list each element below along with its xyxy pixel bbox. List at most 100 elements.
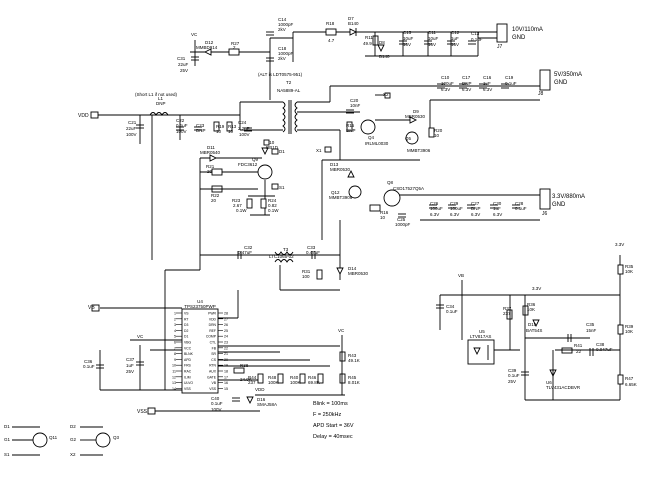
d10-value: RB1D	[266, 145, 279, 150]
x1-label: X1	[316, 148, 322, 153]
c35-ref: C35	[586, 322, 595, 327]
u4-pin-left: 8	[174, 352, 176, 356]
r44-value: 237	[248, 380, 256, 385]
r11-ref: R11	[365, 35, 373, 40]
c14-voltage: 2kV	[278, 27, 286, 32]
u5-part: LTV817AS	[470, 334, 491, 339]
resistor-r45	[339, 373, 346, 384]
c16-value: 1uF	[483, 81, 491, 86]
c33-ref: C33	[307, 245, 316, 250]
u4-pin-left: 3	[174, 323, 176, 327]
u4-pin-left: 4	[174, 329, 176, 333]
c12-value: 1uF	[451, 36, 459, 41]
resistor-r19	[213, 121, 220, 132]
u4-pin-name-right: VDD	[209, 317, 217, 321]
c37-voltage: 25V	[126, 369, 134, 374]
output-10v-gnd: GND	[512, 35, 526, 41]
u4-pin-name-left: D2	[184, 329, 188, 333]
diode-d10	[261, 147, 269, 156]
r18-ref: R18	[326, 21, 335, 26]
u4-pin-name-left: VS	[184, 312, 189, 316]
c10-ref: C10	[441, 75, 450, 80]
c17-value: DNP	[462, 81, 472, 86]
cap-c13	[468, 40, 476, 45]
c31-ref: C31	[177, 56, 186, 61]
c11-voltage: 16V	[428, 42, 436, 47]
cap-c24	[244, 127, 252, 132]
net-vdd: VDD	[78, 113, 89, 119]
j7-label: J7	[497, 44, 503, 50]
cap-c27	[467, 204, 475, 209]
u4-pin-name-left: ULVO	[184, 381, 193, 385]
short-note: (Short L1 if not used)	[135, 92, 178, 97]
c15-value: 10uF	[403, 36, 414, 41]
resistor-r43	[339, 351, 346, 362]
c28-ref: C28	[515, 201, 524, 206]
cap-c22	[176, 126, 184, 131]
marker-d1	[263, 139, 270, 146]
c33-value: 0.47uF	[306, 250, 320, 255]
cap-c37	[136, 361, 144, 366]
resistor-r46	[317, 373, 324, 384]
cap-c36	[96, 364, 104, 369]
r35-value: 10K	[625, 269, 633, 274]
u4-pin-name-left: FRS	[184, 364, 192, 368]
ic-u4-body	[181, 308, 219, 394]
r23-ref: R23	[232, 198, 241, 203]
c18-ref: C18	[278, 46, 287, 51]
transformer-t2: T2 NA5889-AL	[240, 80, 360, 134]
resistor-r16	[369, 204, 381, 212]
u4-pin-name-left: D3	[184, 323, 188, 327]
terminal-vb	[91, 304, 100, 312]
r47-value: 6.65K	[625, 382, 637, 387]
u4-pin-right: 24	[224, 335, 228, 339]
u4-pin-right: 17	[224, 375, 228, 379]
c12-voltage: 16V	[451, 42, 459, 47]
u4-pin-name-left: VSS	[184, 387, 192, 391]
resistor-r36	[522, 305, 529, 316]
r24-ref: R24	[268, 198, 277, 203]
c27-ref: C27	[471, 201, 480, 206]
net-3v3-mid: 3.3V	[532, 286, 541, 291]
u4-pin-left: 2	[174, 317, 176, 321]
c39-ref: C39	[508, 368, 517, 373]
u4-pin-right: 21	[224, 352, 228, 356]
j8-label: J8	[538, 91, 544, 97]
c29-value: 100uF	[450, 206, 463, 211]
d2-label: D2	[70, 424, 76, 429]
connector-j7	[496, 23, 508, 43]
t2-ref: T2	[286, 80, 292, 85]
c40-value: 0.1uF	[211, 401, 223, 406]
output-5v-gnd: GND	[554, 80, 568, 86]
snubber-section: C31 22uF 25V VC D12 MMBD914 R27 2 C14 10…	[177, 17, 303, 100]
r38-value: 24.9K	[240, 377, 252, 382]
output-10v-section: J7 10V/110mA GND R18 4.7 D7 B140 R11 49.…	[292, 16, 543, 62]
q4-value: IRLML0030	[365, 141, 389, 146]
u4-pin-name-left: VBG	[184, 341, 192, 345]
r36-ref: R36	[527, 302, 536, 307]
output-10v-label: 10V/110mA	[512, 27, 543, 33]
u4-pin-right: 18	[224, 370, 228, 374]
cap-c11	[424, 32, 432, 56]
x2-bottom: X2	[70, 452, 76, 457]
cap-c18	[266, 57, 274, 62]
c20-ref: C20	[350, 98, 359, 103]
input-section: VDD (Short L1 if not used) L1 DNP C21 22…	[78, 92, 252, 144]
c26-voltage: 6.3V	[430, 212, 439, 217]
diode-d14	[336, 267, 344, 276]
s1-label: S1	[279, 185, 285, 190]
c16-voltage: 6.3V	[483, 87, 492, 92]
c30-value: 1uF	[493, 206, 501, 211]
cap-c40	[232, 397, 240, 402]
u5-ref: U5	[479, 329, 485, 334]
d14-value: MBR0530	[348, 271, 369, 276]
u4-pin-right: 22	[224, 346, 228, 350]
transistor-q5	[405, 131, 419, 145]
d7-value: B140	[348, 21, 359, 26]
cap-c31	[191, 56, 199, 61]
c17-ref: C17	[462, 75, 471, 80]
u4-pin-left: 5	[174, 335, 176, 339]
r19-ref: R19	[216, 124, 225, 129]
r15-ref: R15	[346, 123, 355, 128]
